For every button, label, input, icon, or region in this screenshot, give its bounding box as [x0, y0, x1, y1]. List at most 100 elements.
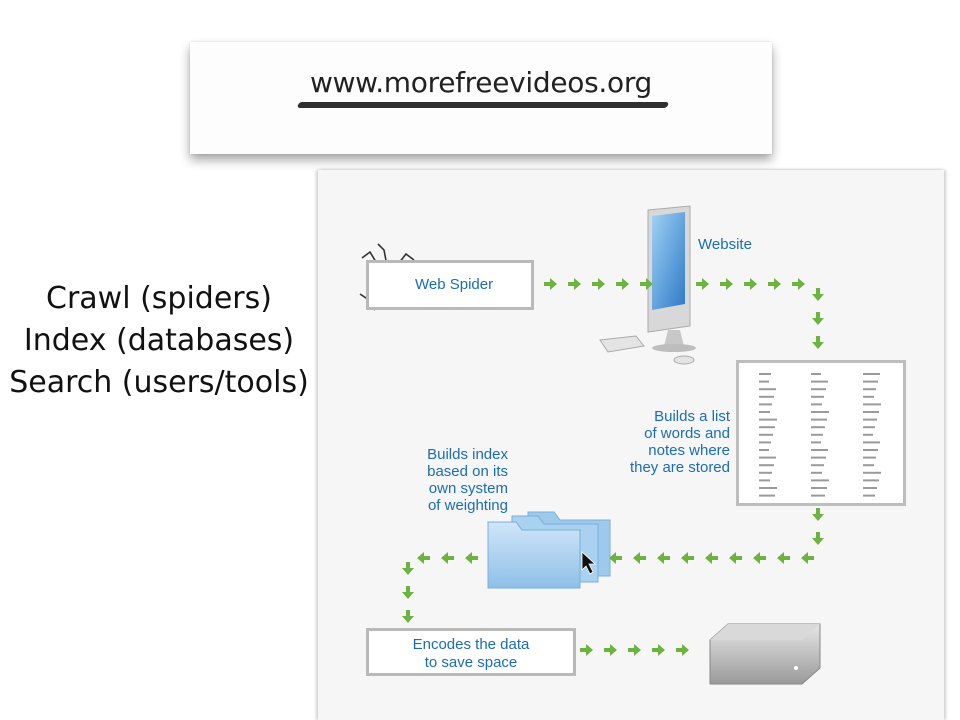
search-engine-diagram: Web Spider Website Builds a list of word… — [318, 170, 944, 720]
word-line — [811, 487, 827, 489]
flow-arrow — [812, 508, 824, 521]
word-list-text — [759, 373, 881, 497]
flow-arrow — [640, 278, 653, 290]
flow-arrow — [441, 552, 454, 564]
imac-icon — [647, 205, 696, 352]
word-list-document — [736, 360, 906, 506]
word-line — [811, 449, 828, 451]
word-line — [759, 373, 771, 375]
bullet-search: Search (users/tools) — [9, 365, 309, 400]
flow-arrow — [729, 552, 742, 564]
flow-arrow — [753, 552, 766, 564]
flow-arrow — [592, 278, 605, 290]
flow-arrow — [544, 278, 557, 290]
brush-underline — [296, 102, 670, 108]
word-line — [759, 487, 777, 489]
word-line — [759, 479, 770, 482]
website-label: Website — [698, 236, 752, 253]
web-spider-label: Web Spider — [415, 276, 494, 293]
word-line — [863, 395, 874, 398]
word-line — [863, 471, 881, 474]
word-line — [811, 456, 826, 459]
word-line — [863, 449, 878, 451]
flow-arrow — [812, 312, 824, 325]
flow-arrow — [402, 562, 414, 575]
flow-arrow — [696, 278, 709, 290]
keyboard-icon — [599, 335, 645, 353]
word-line — [863, 494, 875, 497]
word-line — [759, 426, 775, 429]
flow-arrow — [768, 278, 781, 290]
flow-arrow — [705, 552, 718, 564]
word-line — [863, 487, 877, 489]
word-line — [863, 441, 880, 444]
word-line — [811, 494, 825, 497]
word-line — [811, 388, 826, 391]
flow-arrow — [417, 552, 430, 564]
word-line — [759, 380, 769, 383]
word-line — [759, 449, 769, 451]
word-line — [811, 433, 823, 436]
word-line — [863, 411, 879, 413]
word-line — [811, 426, 825, 429]
builds-list-label: Builds a list of words and notes where t… — [629, 408, 730, 476]
flow-arrow — [681, 552, 694, 564]
flow-arrow — [812, 288, 824, 301]
mouse-icon — [673, 355, 695, 365]
diagram-graphics — [359, 205, 824, 685]
word-line — [863, 433, 873, 436]
hard-drive-icon — [709, 623, 821, 685]
flow-arrow — [812, 532, 824, 545]
web-spider-box: Web Spider — [366, 260, 534, 310]
flow-arrow — [801, 552, 814, 564]
word-line — [759, 395, 774, 398]
builds-index-label: Builds index based on its own system of … — [427, 446, 508, 514]
flow-arrow — [568, 278, 581, 290]
word-line — [863, 403, 881, 406]
flow-arrow — [652, 644, 665, 656]
flow-arrow — [402, 586, 414, 599]
folder-icon — [487, 511, 611, 589]
encodes-data-box: Encodes the data to save space — [366, 628, 576, 676]
word-line — [811, 464, 824, 467]
word-line — [811, 395, 824, 398]
flow-arrow — [402, 610, 414, 623]
word-line — [863, 373, 880, 375]
word-line — [811, 403, 822, 406]
word-line — [863, 479, 879, 482]
word-line — [863, 426, 875, 429]
website-url[interactable]: www.morefreevideos.org — [309, 66, 653, 99]
word-line — [811, 373, 821, 375]
word-line — [863, 418, 877, 421]
word-line — [811, 418, 827, 421]
flow-arrow — [628, 644, 641, 656]
bullet-crawl: Crawl (spiders) — [46, 281, 272, 316]
flow-arrow — [812, 336, 824, 349]
flow-arrow — [720, 278, 733, 290]
word-line — [863, 380, 878, 383]
word-line — [759, 411, 770, 413]
word-line — [811, 471, 822, 474]
url-banner: www.morefreevideos.org — [190, 42, 772, 154]
word-line — [811, 479, 829, 482]
flow-arrow — [744, 278, 757, 290]
word-line — [759, 433, 773, 436]
flow-arrow — [604, 644, 617, 656]
word-line — [759, 388, 776, 391]
word-line — [811, 411, 829, 413]
flow-arrows — [402, 278, 824, 656]
flow-arrow — [609, 552, 622, 564]
word-line — [759, 418, 777, 421]
word-line — [863, 388, 876, 391]
word-line — [811, 441, 821, 444]
word-line — [863, 464, 874, 467]
flow-arrow — [657, 552, 670, 564]
word-line — [759, 403, 772, 406]
flow-arrow — [792, 278, 805, 290]
word-line — [759, 464, 774, 467]
flow-arrow — [676, 644, 689, 656]
flow-arrow — [633, 552, 646, 564]
word-line — [759, 494, 775, 497]
word-line — [759, 471, 772, 474]
word-line — [759, 456, 776, 459]
